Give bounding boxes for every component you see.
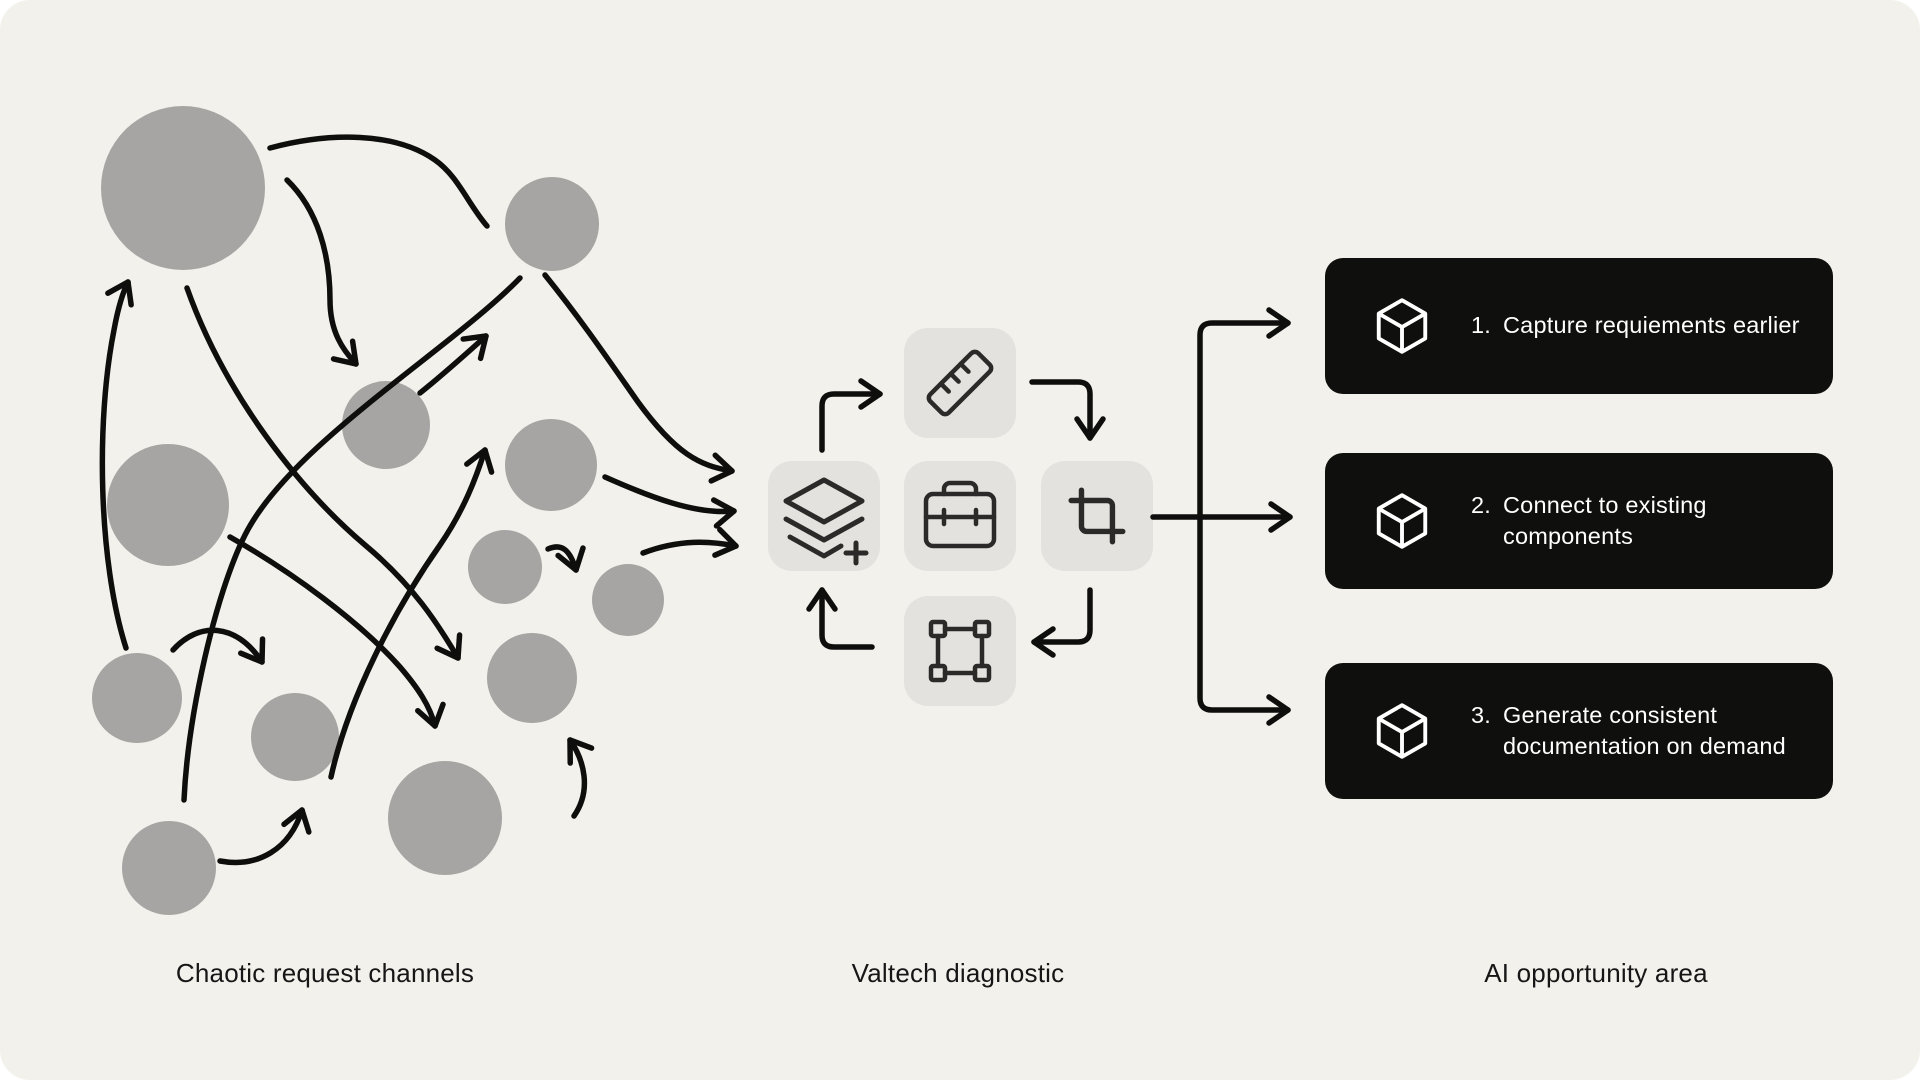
cube-icon [1376,493,1428,549]
toolbox-icon [923,480,997,549]
ruler-icon [926,349,994,417]
request-node [388,761,502,875]
request-node [342,381,430,469]
card-line: Capture requiements earlier [1503,312,1800,339]
cube-icon [1376,298,1428,354]
request-node [505,419,597,511]
card-line: Connect to existing [1503,491,1707,518]
tile-vector-square [904,596,1016,706]
caption-ai-opportunity-area: AI opportunity area [1484,958,1708,988]
caption-chaotic-request-channels: Chaotic request channels [175,958,475,988]
request-node [101,106,265,270]
request-nodes [92,106,664,915]
chaos-arrows [99,134,739,866]
tile-crop [1041,461,1153,571]
request-node [107,444,229,566]
request-node [592,564,664,636]
card-number: 3. [1471,701,1491,728]
crop-icon [1068,487,1126,545]
card-line: Generate consistent [1503,701,1718,728]
opportunity-card-1: 1. Capture requiements earlier [1325,258,1833,394]
cube-icon [1376,703,1428,759]
cycle-arrows [806,378,1106,658]
card-line: documentation on demand [1503,733,1786,759]
opportunity-card-3: 3. Generate consistent documentation on … [1325,663,1833,799]
request-node [468,530,542,604]
request-node [251,693,339,781]
tile-layers-plus [768,461,880,571]
request-node [122,821,216,915]
caption-valtech-diagnostic: Valtech diagnostic [851,958,1065,988]
layers-plus-icon [783,477,869,566]
vector-square-icon [928,619,992,683]
opportunity-card-2: 2. Connect to existing components [1325,453,1833,589]
card-number: 1. [1471,312,1491,339]
diagnostic-tiles [768,328,1153,706]
request-node [505,177,599,271]
card-number: 2. [1471,491,1491,518]
request-node [92,653,182,743]
request-node [487,633,577,723]
card-line: components [1503,523,1634,549]
branch-arrows [1150,307,1293,726]
